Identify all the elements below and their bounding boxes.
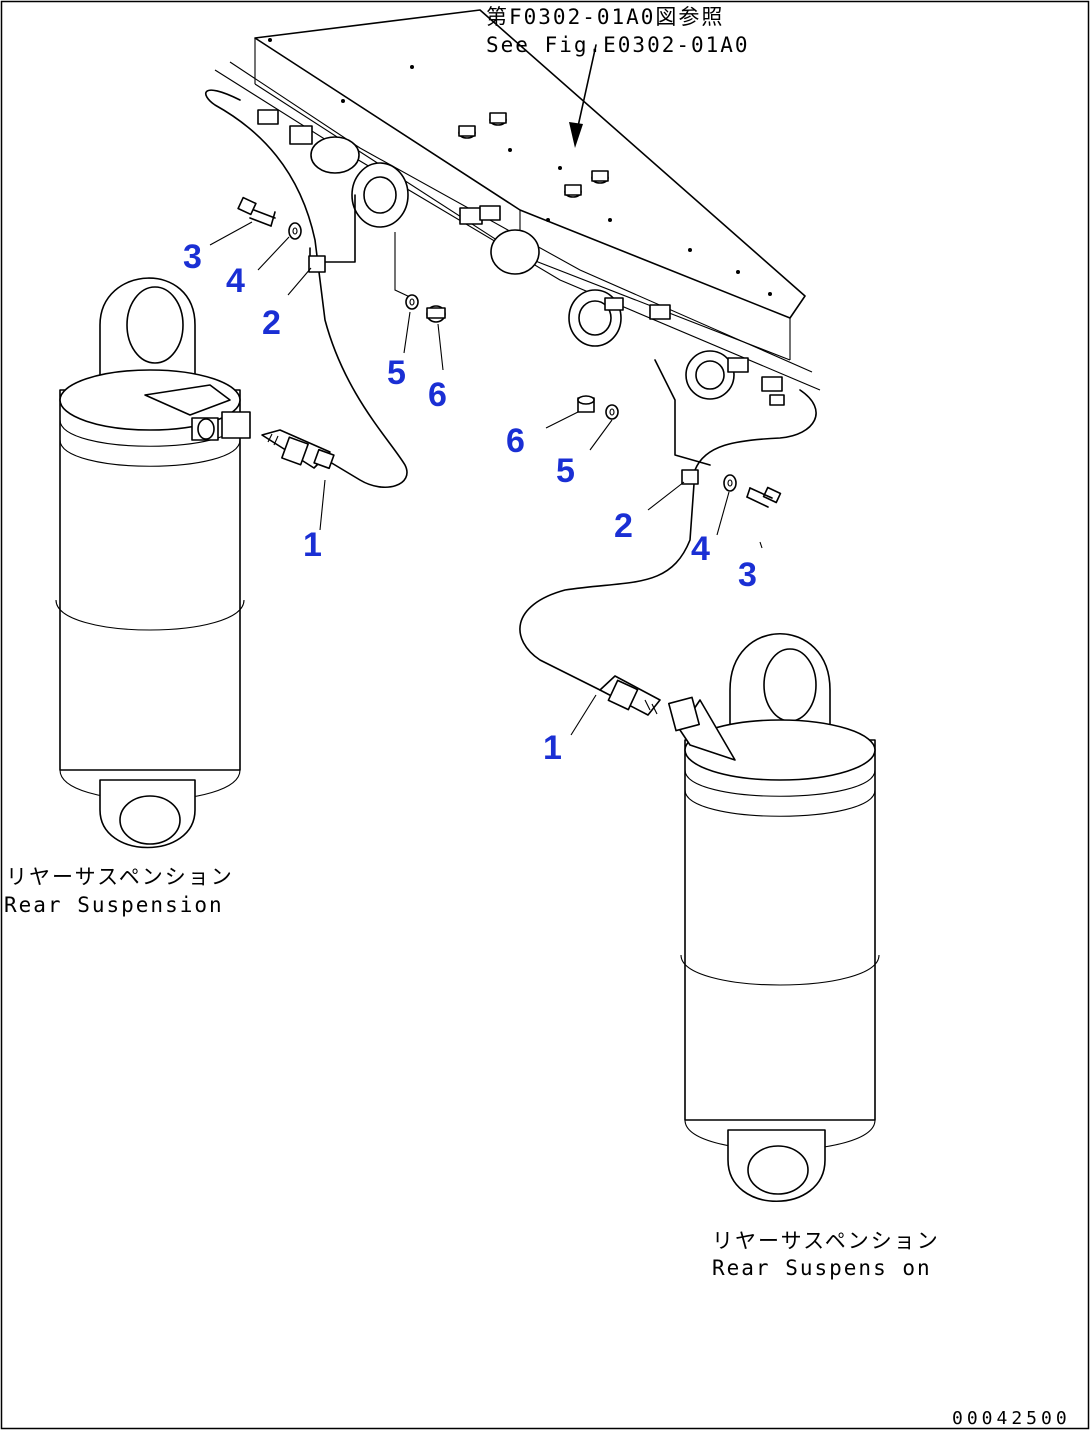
drawing-code: 00042500 — [952, 1408, 1071, 1429]
right-bracket — [654, 359, 711, 466]
callout-left-3: 3 — [183, 238, 202, 276]
left-suspension-label-jp: リヤーサスペンション — [6, 865, 234, 889]
callout-left-2: 2 — [262, 304, 281, 342]
reference-arrowhead — [569, 122, 583, 148]
callout-left-5: 5 — [387, 354, 406, 392]
callout-right-4: 4 — [691, 530, 710, 568]
callout-right-1: 1 — [543, 729, 562, 767]
callout-right-2: 2 — [614, 507, 633, 545]
right-suspension-label-jp: リヤーサスペンション — [712, 1229, 940, 1253]
frame-bosses — [458, 112, 609, 198]
right-suspension-label-en: Rear Suspens on — [712, 1256, 932, 1280]
reference-note-en: See Fig.E0302-01A0 — [486, 33, 750, 57]
callout-right-6: 6 — [506, 422, 525, 460]
callout-right-3: 3 — [738, 556, 757, 594]
callout-left-4: 4 — [226, 262, 245, 300]
right-rear-suspension — [667, 632, 880, 1202]
left-suspension-label-en: Rear Suspension — [4, 893, 224, 917]
left-rear-suspension — [55, 277, 251, 849]
frame-mounts — [257, 109, 785, 406]
right-hose — [519, 389, 817, 691]
right-fasteners — [577, 395, 782, 508]
callout-left-1: 1 — [303, 526, 322, 564]
left-hose — [205, 89, 408, 488]
frame-holes — [268, 38, 772, 296]
left-pressure-sensor — [261, 429, 335, 470]
reference-note-jp: 第F0302-01A0図参照 — [486, 5, 724, 29]
left-bracket — [309, 194, 356, 263]
left-fasteners — [237, 196, 446, 323]
right-pressure-sensor — [599, 675, 661, 716]
leader-lines — [209, 44, 763, 736]
callout-right-5: 5 — [556, 452, 575, 490]
frame-cross-member — [214, 9, 821, 466]
callout-left-6: 6 — [428, 376, 447, 414]
